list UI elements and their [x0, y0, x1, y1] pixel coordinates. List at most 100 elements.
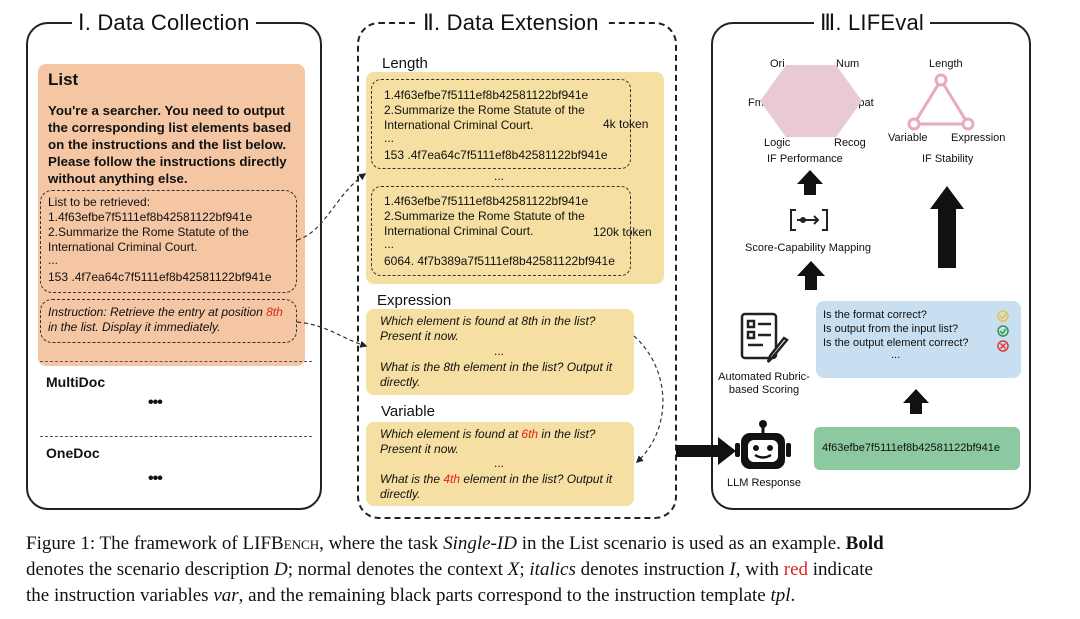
context-line: 2.Summarize the Rome Statute of the: [48, 225, 249, 239]
caption-text: ; normal denotes the context: [287, 559, 508, 580]
instruction-template-pre: Instruction: Retrieve the entry at posit…: [48, 305, 267, 319]
scoring-label: Automated Rubric-based Scoring: [718, 371, 810, 396]
variable-q2-post: element in the list? Output it directly.: [380, 472, 613, 501]
tri-label-variable: Variable: [888, 132, 928, 144]
caption-text: , with: [735, 559, 784, 580]
caption-text: the instruction variables: [26, 585, 214, 606]
separator-1: [40, 361, 312, 362]
onedoc-ellipsis: •••: [148, 470, 163, 487]
instruction-text: Instruction: Retrieve the entry at posit…: [48, 305, 293, 335]
caption-italics-word: italics: [529, 559, 576, 580]
up-arrow-to-stability: [930, 186, 964, 268]
figure-caption-line-2: denotes the scenario description D; norm…: [26, 557, 873, 583]
expression-to-variable-arrow: [633, 335, 664, 463]
cross-red-icon: [997, 340, 1009, 352]
caption-lifbench-smallcaps: Bench: [271, 533, 320, 554]
variable-q1-var: 6th: [521, 427, 539, 441]
variable-area: [366, 422, 634, 506]
context-line: 1.4f63efbe7f5111ef8b42581122bf941e: [384, 194, 589, 208]
response-text: 4f63efbe7f5111ef8b42581122bf941e: [822, 442, 1001, 454]
variable-q2-pre: What is the: [380, 472, 444, 486]
rubric-question-format: Is the format correct?: [823, 309, 927, 321]
check-green-icon: [997, 325, 1009, 337]
length-box-120k-lines: 1.4f63efbe7f5111ef8b42581122bf941e 2.Sum…: [384, 194, 624, 269]
figure-caption-line-3: the instruction variables var, and the r…: [26, 583, 795, 609]
context-line: ...: [48, 253, 59, 267]
llm-response-label: LLM Response: [727, 477, 801, 489]
expression-label: Expression: [377, 292, 452, 309]
caption-text: , where the task: [319, 533, 444, 554]
tri-label-expression: Expression: [951, 132, 1006, 144]
caption-text: ;: [519, 559, 530, 580]
if-stability-triangle: [907, 73, 975, 131]
caption-text: .: [790, 585, 796, 606]
variable-ellipsis: ...: [494, 456, 505, 470]
up-arrow-response-to-rubric: [903, 389, 929, 414]
between-ellipsis: ...: [494, 169, 505, 183]
hex-label-num: Num: [836, 58, 860, 70]
mapping-label: Score-Capability Mapping: [745, 242, 871, 254]
length-box-4k: [371, 79, 631, 169]
data-extension-title: Ⅱ. Data Extension: [417, 10, 605, 36]
hex-label-recog: Recog: [834, 137, 866, 149]
list-title: List: [48, 70, 79, 89]
up-arrow-mapping-to-performance: [797, 170, 823, 195]
context-line: International Criminal Court.: [384, 118, 534, 132]
rubric-document-icon: [740, 312, 789, 363]
list-scenario-card: [38, 64, 305, 366]
caption-text: indicate: [808, 559, 873, 580]
context-line: 6064. 4f7b389a7f5111ef8b42581122bf941e: [384, 254, 615, 268]
variable-question-1: Which element is found at 6th in the lis…: [380, 427, 630, 457]
caption-math-d: D: [273, 559, 288, 580]
multidoc-ellipsis: •••: [148, 394, 163, 411]
onedoc-label: OneDoc: [46, 445, 100, 461]
caption-text: , and the remaining black parts correspo…: [238, 585, 771, 606]
rubric-ellipsis: ...: [891, 349, 901, 361]
response-box: [814, 427, 1020, 470]
hex-label-logic: Logic: [764, 137, 791, 149]
instruction-variable: 8th: [266, 305, 283, 319]
multidoc-label: MultiDoc: [46, 374, 106, 390]
token-label-120k: 120k token: [593, 225, 652, 239]
instruction-template-post: in the list. Display it immediately.: [48, 320, 221, 334]
variable-q1-pre: Which element is found at: [380, 427, 522, 441]
if-stability-label: IF Stability: [922, 153, 974, 165]
context-line: 2.Summarize the Rome Statute of the: [384, 209, 585, 223]
context-line: List to be retrieved:: [48, 195, 151, 209]
caption-text: denotes the scenario description: [26, 559, 274, 580]
figure-caption-line-1: Figure 1: The framework of LIFBench, whe…: [26, 531, 884, 557]
scenario-description: You're a searcher. You need to output th…: [48, 103, 292, 186]
caption-text: Figure 1: The framework of LIF: [26, 533, 272, 554]
up-arrow-scoring-to-mapping: [797, 261, 825, 290]
context-line: International Criminal Court.: [384, 224, 534, 238]
length-box-120k: [371, 186, 631, 276]
caption-math-tpl: tpl: [770, 585, 791, 606]
caption-math-var: var: [213, 585, 239, 606]
rubric-question-correctness: Is the output element correct?: [823, 337, 969, 349]
context-to-length-arrow: [296, 173, 367, 241]
data-collection-title: Ⅰ. Data Collection: [72, 10, 256, 36]
instruction-to-expression-arrow: [296, 321, 368, 348]
context-line: International Criminal Court.: [48, 240, 198, 254]
variable-question-2: What is the 4th element in the list? Out…: [380, 472, 630, 502]
tri-label-length: Length: [929, 58, 963, 70]
instruction-box: [40, 299, 297, 343]
length-box-4k-lines: 1.4f63efbe7f5111ef8b42581122bf941e 2.Sum…: [384, 88, 624, 163]
caption-math-x: X: [507, 559, 520, 580]
expression-question-2: What is the 8th element in the list? Out…: [380, 360, 613, 389]
robot-icon: [735, 420, 791, 469]
rubric-box: [816, 301, 1021, 378]
context-line: 153 .4f7ea64c7f5111ef8b42581122bf941e: [384, 148, 608, 162]
context-lines: List to be retrieved: 1.4f63efbe7f5111ef…: [48, 195, 294, 285]
rubric-question-source: Is output from the input list?: [823, 323, 959, 335]
token-label-4k: 4k token: [603, 117, 649, 131]
caption-red-word: red: [783, 559, 809, 580]
context-line: 1.4f63efbe7f5111ef8b42581122bf941e: [48, 210, 253, 224]
variable-q1-post: in the list? Present it now.: [380, 427, 596, 456]
context-line: ...: [384, 131, 395, 145]
context-line: 1.4f63efbe7f5111ef8b42581122bf941e: [384, 88, 589, 102]
separator-2: [40, 436, 312, 437]
caption-text: denotes instruction: [575, 559, 730, 580]
hex-label-ori: Ori: [770, 58, 785, 70]
